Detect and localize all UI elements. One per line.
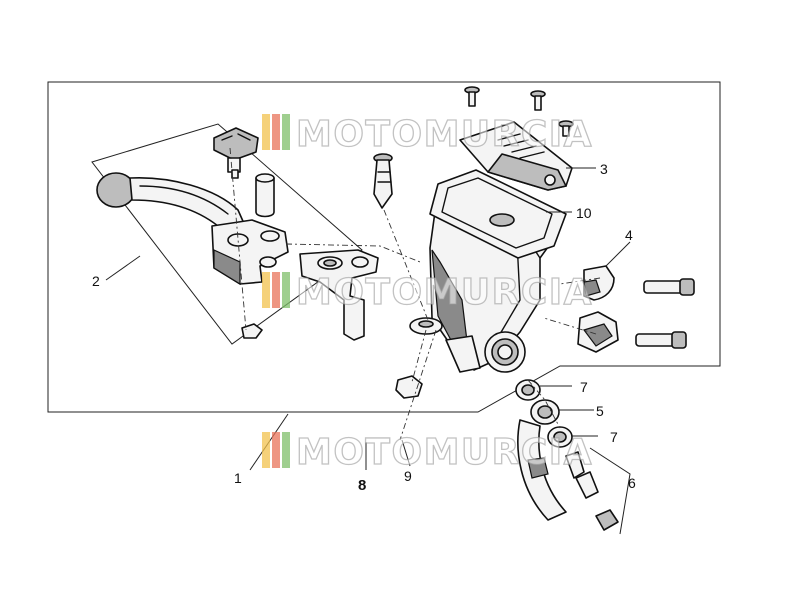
watermark-middle: MOTOMURCIA <box>262 271 593 314</box>
reservoir-gasket <box>429 169 567 259</box>
bottom-nut <box>395 375 423 399</box>
brake-lever <box>96 172 289 286</box>
watermark-stripe-3 <box>282 432 290 468</box>
callout-6: 6 <box>628 475 636 491</box>
banjo-fitting <box>530 399 560 425</box>
callout-7-lower: 7 <box>610 429 618 445</box>
watermark-text: MOTOMURCIA <box>296 114 593 155</box>
watermark-text: MOTOMURCIA <box>296 272 593 313</box>
watermark-bottom: MOTOMURCIA <box>262 431 593 474</box>
alignment-lines <box>229 147 601 441</box>
lever-nut <box>241 323 263 339</box>
clamp-bolts <box>635 278 695 349</box>
callout-1: 1 <box>234 470 242 486</box>
watermark-stripe-1 <box>262 272 270 308</box>
leader-lines <box>105 167 631 535</box>
callout-10: 10 <box>576 205 592 221</box>
watermark-text: MOTOMURCIA <box>296 432 593 473</box>
callout-8: 8 <box>358 477 366 494</box>
callout-7-upper: 7 <box>580 379 588 395</box>
washer-upper <box>515 379 541 401</box>
bleed-valve <box>565 451 619 531</box>
callout-5: 5 <box>596 403 604 419</box>
callout-9: 9 <box>404 468 412 484</box>
cover-screws <box>464 86 574 137</box>
brake-hose <box>517 419 567 521</box>
adjuster-knob <box>213 127 259 179</box>
callout-3: 3 <box>600 161 608 177</box>
lever-subassembly-outline <box>91 123 363 345</box>
watermark-top: MOTOMURCIA <box>262 113 593 156</box>
handlebar-clamp <box>577 265 619 353</box>
washer-lower <box>547 426 573 448</box>
watermark-stripe-2 <box>272 272 280 308</box>
watermark-stripe-3 <box>282 114 290 150</box>
lever-bracket <box>299 249 379 341</box>
watermark-stripe-2 <box>272 432 280 468</box>
callout-2: 2 <box>92 273 100 289</box>
watermark-stripe-1 <box>262 432 270 468</box>
pivot-bush <box>255 173 275 218</box>
reservoir-cover <box>459 121 573 191</box>
long-screw <box>373 153 393 209</box>
watermark-stripe-3 <box>282 272 290 308</box>
watermark-stripe-2 <box>272 114 280 150</box>
callout-4: 4 <box>625 227 633 243</box>
assembly-frame <box>47 81 721 413</box>
watermark-stripe-1 <box>262 114 270 150</box>
